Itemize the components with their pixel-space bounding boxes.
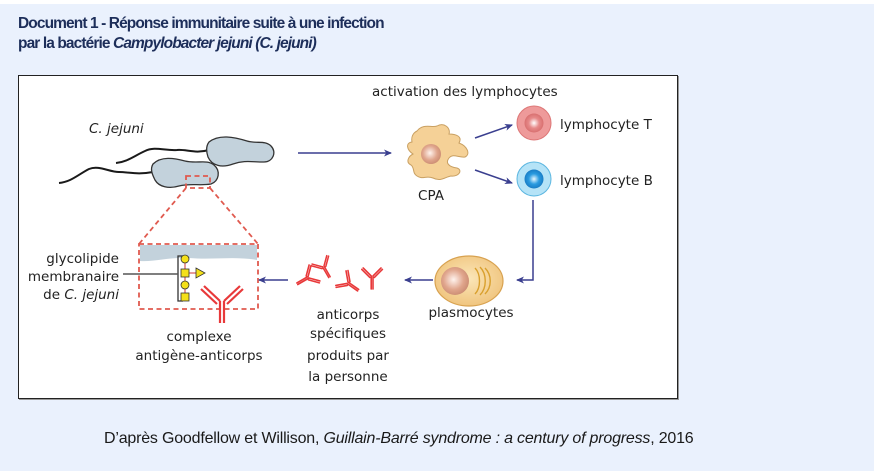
activation-label: activation des lymphocytes [372,84,558,100]
cpa-cell [407,124,469,181]
lymphocyte-t-label: lymphocyte T [560,117,653,133]
complex-label-line2: antigène-anticorps [135,348,262,364]
sugar-square [180,268,190,278]
membrane-band [140,245,257,262]
credit-prefix: D’après Goodfellow et Willison, [104,430,324,447]
antibodies-label-line4: la personne [308,369,387,385]
document-title: Document 1 - Réponse immunitaire suite à… [18,14,385,54]
complex-label-line1: complexe [166,329,231,345]
credit-work: Guillain-Barré syndrome : a century of p… [323,430,651,447]
free-antibodies [291,254,384,300]
lymphocyte-b-cell [516,161,552,197]
title-prefix: par la bactérie [18,35,114,52]
title-abbrev: (C. jejuni) [251,35,317,52]
glycolipid-label-line3: de C. jejuni [43,287,119,303]
title-species: Campylobacter jejuni [113,35,253,52]
immune-response-diagram: C. jejuni glyco [18,75,678,399]
bacterium-label: C. jejuni [89,121,144,137]
arrow-b-to-plasmocytes [516,200,534,284]
antibodies-label-line1: anticorps [317,307,380,323]
bacterium-top [115,136,275,167]
source-credit: D’après Goodfellow et Willison, Guillain… [104,430,694,448]
title-line-1: Document 1 - Réponse immunitaire suite à… [18,15,385,32]
plasmocytes-label: plasmocytes [428,305,513,321]
sugar-triangle [195,267,206,279]
antibodies-label-line3: produits par [307,348,389,364]
glycolipid-label-line2: membranaire [28,269,119,285]
credit-suffix: , 2016 [650,430,694,447]
lymphocyte-b-label: lymphocyte B [560,173,653,189]
title-line-2: par la bactérie Campylobacter jejuni (C.… [18,34,384,54]
diagram-canvas: C. jejuni glyco [28,84,653,385]
plasmocyte-cell [434,255,504,307]
lymphocyte-t-cell [516,105,552,141]
glycolipid-structure [123,254,206,302]
antibody-icon [310,254,339,283]
sugar-square [180,292,190,302]
antibodies-label-line2: spécifiques [310,326,386,342]
antibody-icon [291,263,322,294]
antibody-icon [360,267,384,290]
cpa-label: CPA [418,188,445,204]
arrow-cpa-to-t [474,124,513,139]
sugar-circle [180,280,190,290]
bound-antibody [200,285,244,323]
antibody-icon [334,268,365,300]
sugar-circle [180,254,190,264]
arrow-cpa-to-b [474,169,513,184]
bacterium-bottom [58,157,219,188]
zoom-indicator [138,175,259,310]
glycolipid-label: glycolipide [46,251,119,267]
